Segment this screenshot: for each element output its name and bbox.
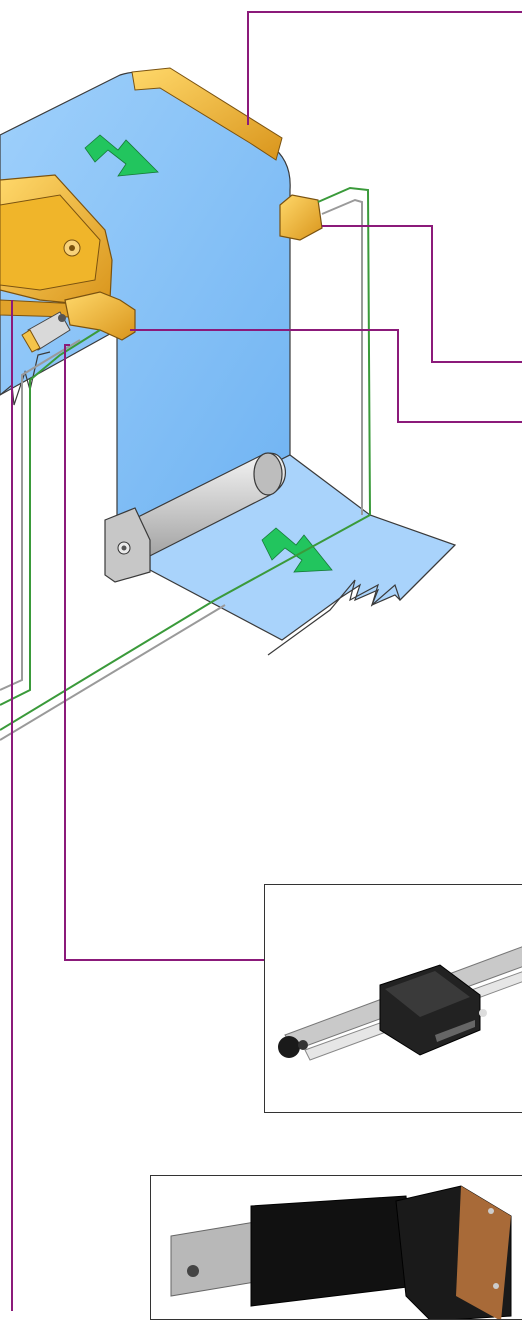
edge-sensor-bracket-left [64,291,136,341]
sensor-rail-illustration [278,946,522,1061]
leader-lines [11,11,522,1311]
top-edge-bracket [131,67,283,161]
web-direction-arrow-lower [261,527,333,573]
idler-roller [104,452,287,583]
web-direction-arrow-upper [84,134,159,177]
air-sensor-nozzle [21,311,71,353]
cylindrical-sensor-photo [150,1175,522,1320]
sensor-cable-green [0,186,371,731]
sensor-rail-photo [264,884,522,1113]
web-lower-cut-edge [267,544,456,656]
leader-line-left-sensor [130,329,522,423]
leader-line-photo-1 [64,344,264,961]
cylindrical-sensor-illustration [170,1185,512,1319]
leader-line-right-sensor [322,225,522,363]
guide-actuator-assembly [0,174,113,319]
edge-sensor-bracket-right [279,194,323,241]
sensor-cable-gray-lower [0,604,226,741]
leader-line-top-bracket [247,11,522,125]
